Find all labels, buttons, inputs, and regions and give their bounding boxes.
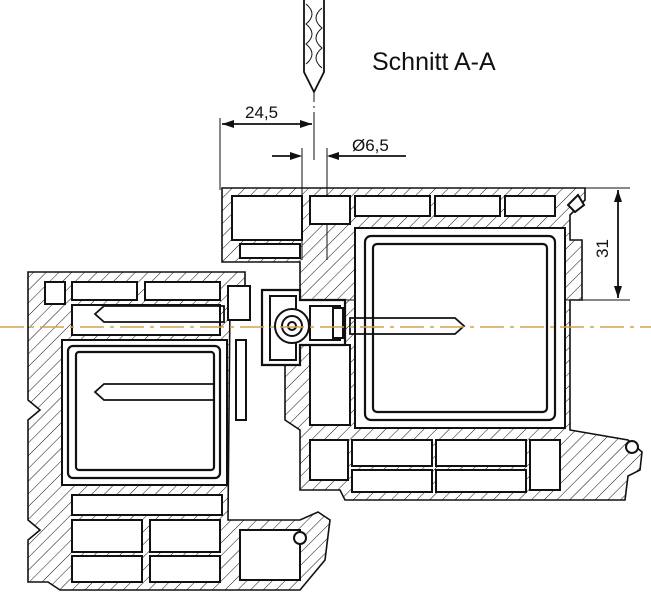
screw-right	[349, 317, 466, 335]
sash-profile	[221, 187, 643, 501]
frame-profile	[27, 271, 331, 591]
dimension-offset: 24,5	[219, 103, 315, 190]
dimension-diameter-label: Ø6,5	[352, 136, 389, 155]
dimension-height-label: 31	[593, 239, 612, 258]
drill-bit	[303, 0, 325, 118]
hardware-fitting	[260, 288, 347, 367]
dimension-offset-label: 24,5	[245, 103, 278, 122]
screw-lower-left	[93, 383, 215, 401]
section-title: Schnitt A-A	[372, 48, 496, 76]
screw-upper-left	[93, 305, 225, 323]
